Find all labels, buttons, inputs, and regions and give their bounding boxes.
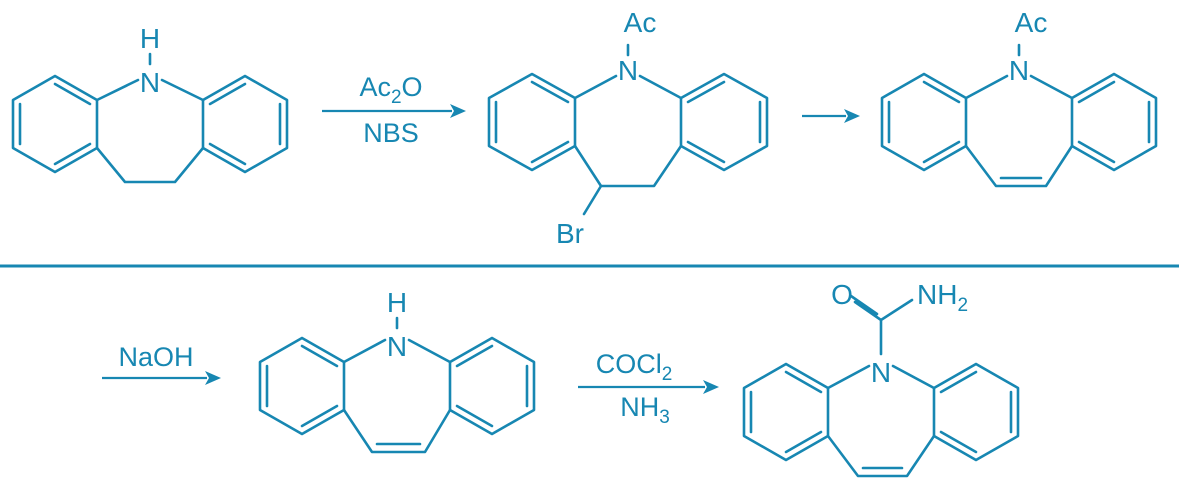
- nitrogen-atom: N: [618, 55, 638, 86]
- reagent-ammonia: NH3: [620, 392, 670, 428]
- reagent-o: O: [402, 72, 423, 102]
- reaction-arrow-step4: COCl2 NH3: [578, 349, 719, 428]
- reagent-cocl: COCl: [596, 349, 662, 379]
- reagent-ac: Ac: [359, 72, 391, 102]
- molecule-acetyl-iminostilbene: N Ac: [880, 7, 1158, 188]
- right-benzene-ring: [1070, 72, 1158, 172]
- arrowhead: [205, 371, 221, 385]
- right-benzene-ring: [201, 74, 289, 174]
- reagent-phosgene: COCl2: [596, 349, 673, 385]
- arrowhead: [703, 380, 719, 394]
- central-ring-bonds: [964, 74, 1074, 188]
- right-benzene-ring: [932, 362, 1020, 462]
- nitrogen-atom: N: [387, 331, 407, 362]
- left-benzene-ring: [487, 72, 577, 172]
- left-benzene-ring: [11, 74, 99, 174]
- left-ring-inner-bonds: [887, 80, 961, 164]
- arrowhead: [844, 109, 860, 123]
- reaction-arrow-step1: Ac2O NBS: [322, 72, 466, 148]
- reagent-naoh: NaOH: [118, 342, 193, 372]
- c-br-bond: [582, 184, 603, 216]
- amide-nh2-group: NH2: [917, 279, 968, 316]
- carbamoyl-bonds: [849, 294, 914, 356]
- reaction-arrow-step3: NaOH: [102, 342, 221, 385]
- molecule-bromo-acetyl-intermediate: N Ac Br: [487, 7, 769, 249]
- left-benzene-ring: [880, 72, 968, 172]
- reaction-arrow-step2: [802, 109, 860, 123]
- left-benzene-ring: [258, 336, 346, 436]
- arrowhead: [450, 104, 466, 118]
- left-ring-inner-bonds: [18, 82, 92, 166]
- hydrogen-atom: H: [140, 23, 160, 54]
- right-ring-inner-bonds: [455, 344, 529, 428]
- molecule-iminostilbene: N H: [258, 287, 536, 454]
- reagent-ac-subscript: 2: [391, 87, 402, 108]
- reagent-cocl-subscript: 2: [662, 364, 673, 385]
- reagent-acetic-anhydride: Ac2O: [359, 72, 422, 108]
- molecule-iminodibenzyl: N H: [11, 23, 289, 184]
- right-ring-inner-bonds: [208, 82, 282, 166]
- hydrogen-atom: H: [387, 287, 407, 318]
- molecule-carbamazepine: N O NH2: [742, 279, 1020, 478]
- right-ring-inner-bonds: [686, 80, 762, 164]
- right-benzene-ring: [679, 72, 769, 172]
- reagent-nh-subscript: 3: [659, 407, 670, 428]
- nitrogen-atom: N: [871, 357, 891, 388]
- left-ring-inner-bonds: [265, 344, 339, 428]
- right-benzene-ring: [448, 336, 536, 436]
- acetyl-group: Ac: [624, 7, 657, 38]
- nitrogen-atom: N: [140, 67, 160, 98]
- central-ring-bonds: [95, 78, 205, 184]
- reagent-nh: NH: [620, 392, 659, 422]
- amide-nh: NH: [917, 279, 957, 310]
- left-ring-inner-bonds: [749, 370, 823, 454]
- central-ring-bonds: [573, 74, 683, 188]
- oxygen-atom: O: [831, 279, 853, 310]
- left-benzene-ring: [742, 362, 830, 462]
- bromine-atom: Br: [556, 218, 584, 249]
- right-ring-inner-bonds: [1077, 80, 1151, 164]
- central-ring-bonds: [342, 338, 452, 454]
- central-ring-bonds: [826, 364, 936, 478]
- acetyl-group: Ac: [1015, 7, 1048, 38]
- right-ring-inner-bonds: [939, 370, 1013, 454]
- amide-nh2-subscript: 2: [957, 295, 968, 316]
- left-ring-inner-bonds: [494, 80, 570, 164]
- nitrogen-atom: N: [1009, 55, 1029, 86]
- reagent-nbs: NBS: [363, 118, 419, 148]
